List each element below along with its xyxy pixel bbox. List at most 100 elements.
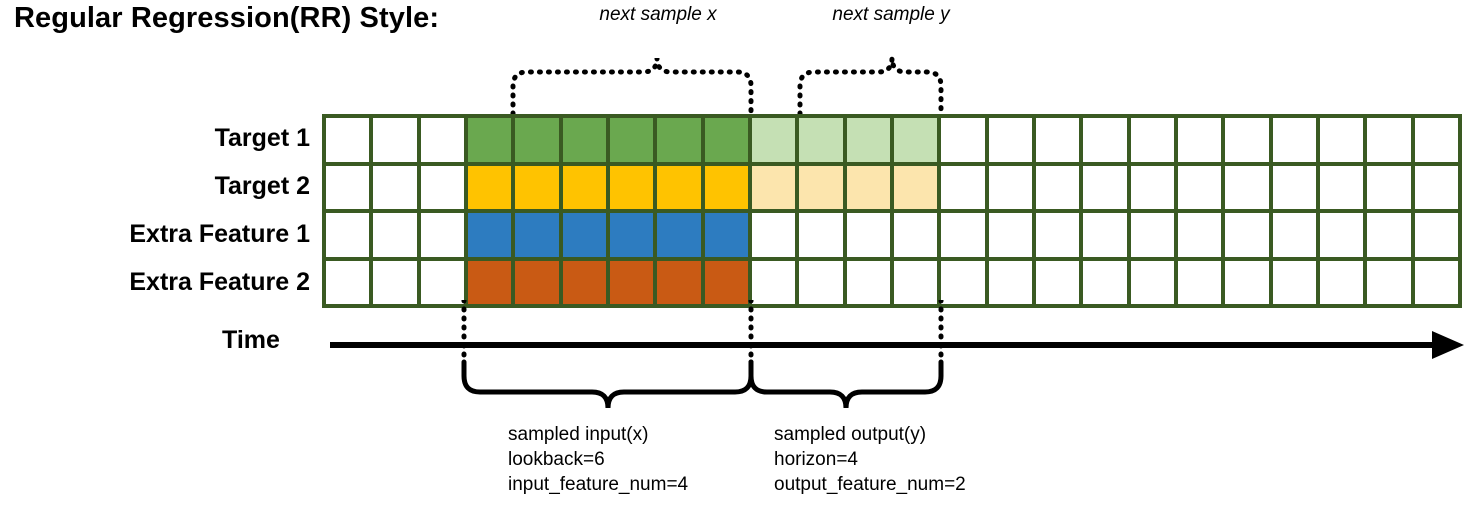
grid-cell xyxy=(657,165,701,209)
grid-cell xyxy=(1083,165,1127,209)
dotted-guide-lines xyxy=(461,300,944,368)
grid-cell xyxy=(515,118,559,162)
grid-cell xyxy=(1130,213,1174,257)
grid-cell xyxy=(1414,260,1458,304)
grid-cell xyxy=(1272,260,1316,304)
grid-cell xyxy=(1225,213,1269,257)
grid-cell xyxy=(1177,260,1222,304)
grid-cell xyxy=(893,118,938,162)
grid-cell xyxy=(988,118,1032,162)
grid-cell xyxy=(941,118,985,162)
page-title: Regular Regression(RR) Style: xyxy=(14,2,440,34)
grid-cell xyxy=(799,260,843,304)
grid-cell xyxy=(1319,213,1364,257)
grid-cell xyxy=(751,213,796,257)
grid-cell xyxy=(420,213,464,257)
grid-cell xyxy=(1272,213,1316,257)
grid-cell xyxy=(1367,260,1411,304)
caption-output-line1: sampled output(y) xyxy=(774,424,927,445)
grid-cell xyxy=(1367,213,1411,257)
grid-cell xyxy=(1177,213,1222,257)
row-label-target-2: Target 2 xyxy=(214,172,310,200)
caption-input-line3: input_feature_num=4 xyxy=(508,474,689,495)
grid-cell xyxy=(1367,118,1411,162)
caption-output-line2: horizon=4 xyxy=(774,449,858,470)
caption-sampled-input: sampled input(x) lookback=6 input_featur… xyxy=(508,422,688,497)
grid-cell xyxy=(373,118,417,162)
grid-cell xyxy=(373,213,417,257)
grid-cell xyxy=(1130,260,1174,304)
grid-cell xyxy=(1272,118,1316,162)
caption-input-line1: sampled input(x) xyxy=(508,424,649,445)
grid-cell xyxy=(893,213,938,257)
grid-cell xyxy=(1414,118,1458,162)
bottom-braces-and-axis xyxy=(330,300,1464,409)
grid-cell xyxy=(846,213,890,257)
grid-cell xyxy=(1319,260,1364,304)
grid-cell xyxy=(1035,165,1080,209)
grid-cell xyxy=(467,165,512,209)
grid-cell xyxy=(1035,213,1080,257)
next-sample-y-label: next sample y xyxy=(832,4,950,25)
time-arrowhead xyxy=(1432,331,1464,359)
grid-cell xyxy=(941,213,985,257)
grid-cell xyxy=(893,260,938,304)
grid-cell xyxy=(609,165,654,209)
grid-cell xyxy=(893,165,938,209)
grid-cell xyxy=(751,118,796,162)
grid-cell xyxy=(1083,260,1127,304)
grid-cell xyxy=(1225,118,1269,162)
grid-cell xyxy=(420,118,464,162)
grid-cell xyxy=(704,165,748,209)
grid-cell xyxy=(1177,118,1222,162)
grid-cell xyxy=(1035,118,1080,162)
timeseries-grid xyxy=(322,114,1462,308)
grid-cell xyxy=(1035,260,1080,304)
grid-cell xyxy=(704,213,748,257)
grid-cell xyxy=(515,260,559,304)
grid-cell xyxy=(1083,213,1127,257)
grid-cell xyxy=(941,260,985,304)
grid-cell xyxy=(1319,165,1364,209)
grid-cell xyxy=(420,165,464,209)
grid-cell xyxy=(799,213,843,257)
grid-cell xyxy=(515,213,559,257)
grid-cell xyxy=(562,213,606,257)
grid-cell xyxy=(609,118,654,162)
grid-cell xyxy=(1414,213,1458,257)
grid-cell xyxy=(562,118,606,162)
grid-cell xyxy=(326,260,370,304)
grid-cells xyxy=(322,114,1462,308)
grid-cell xyxy=(515,165,559,209)
grid-cell xyxy=(988,213,1032,257)
grid-cell xyxy=(846,165,890,209)
grid-cell xyxy=(1319,118,1364,162)
grid-cell xyxy=(846,260,890,304)
caption-output-line3: output_feature_num=2 xyxy=(774,474,966,495)
grid-cell xyxy=(657,260,701,304)
grid-cell xyxy=(657,118,701,162)
grid-cell xyxy=(751,165,796,209)
grid-cell xyxy=(941,165,985,209)
grid-cell xyxy=(467,260,512,304)
grid-cell xyxy=(799,118,843,162)
grid-cell xyxy=(373,165,417,209)
grid-cell xyxy=(609,260,654,304)
grid-cell xyxy=(1414,165,1458,209)
grid-cell xyxy=(704,118,748,162)
grid-cell xyxy=(1225,260,1269,304)
top-dotted-braces xyxy=(510,57,944,117)
grid-cell xyxy=(751,260,796,304)
solid-braces xyxy=(461,359,944,409)
grid-cell xyxy=(988,165,1032,209)
grid-cell xyxy=(1225,165,1269,209)
grid-cell xyxy=(562,260,606,304)
grid-cell xyxy=(420,260,464,304)
grid-cell xyxy=(988,260,1032,304)
grid-cell xyxy=(657,213,701,257)
time-axis-label: Time xyxy=(222,326,280,354)
grid-cell xyxy=(1272,165,1316,209)
grid-cell xyxy=(609,213,654,257)
grid-cell xyxy=(326,118,370,162)
grid-cell xyxy=(1130,165,1174,209)
